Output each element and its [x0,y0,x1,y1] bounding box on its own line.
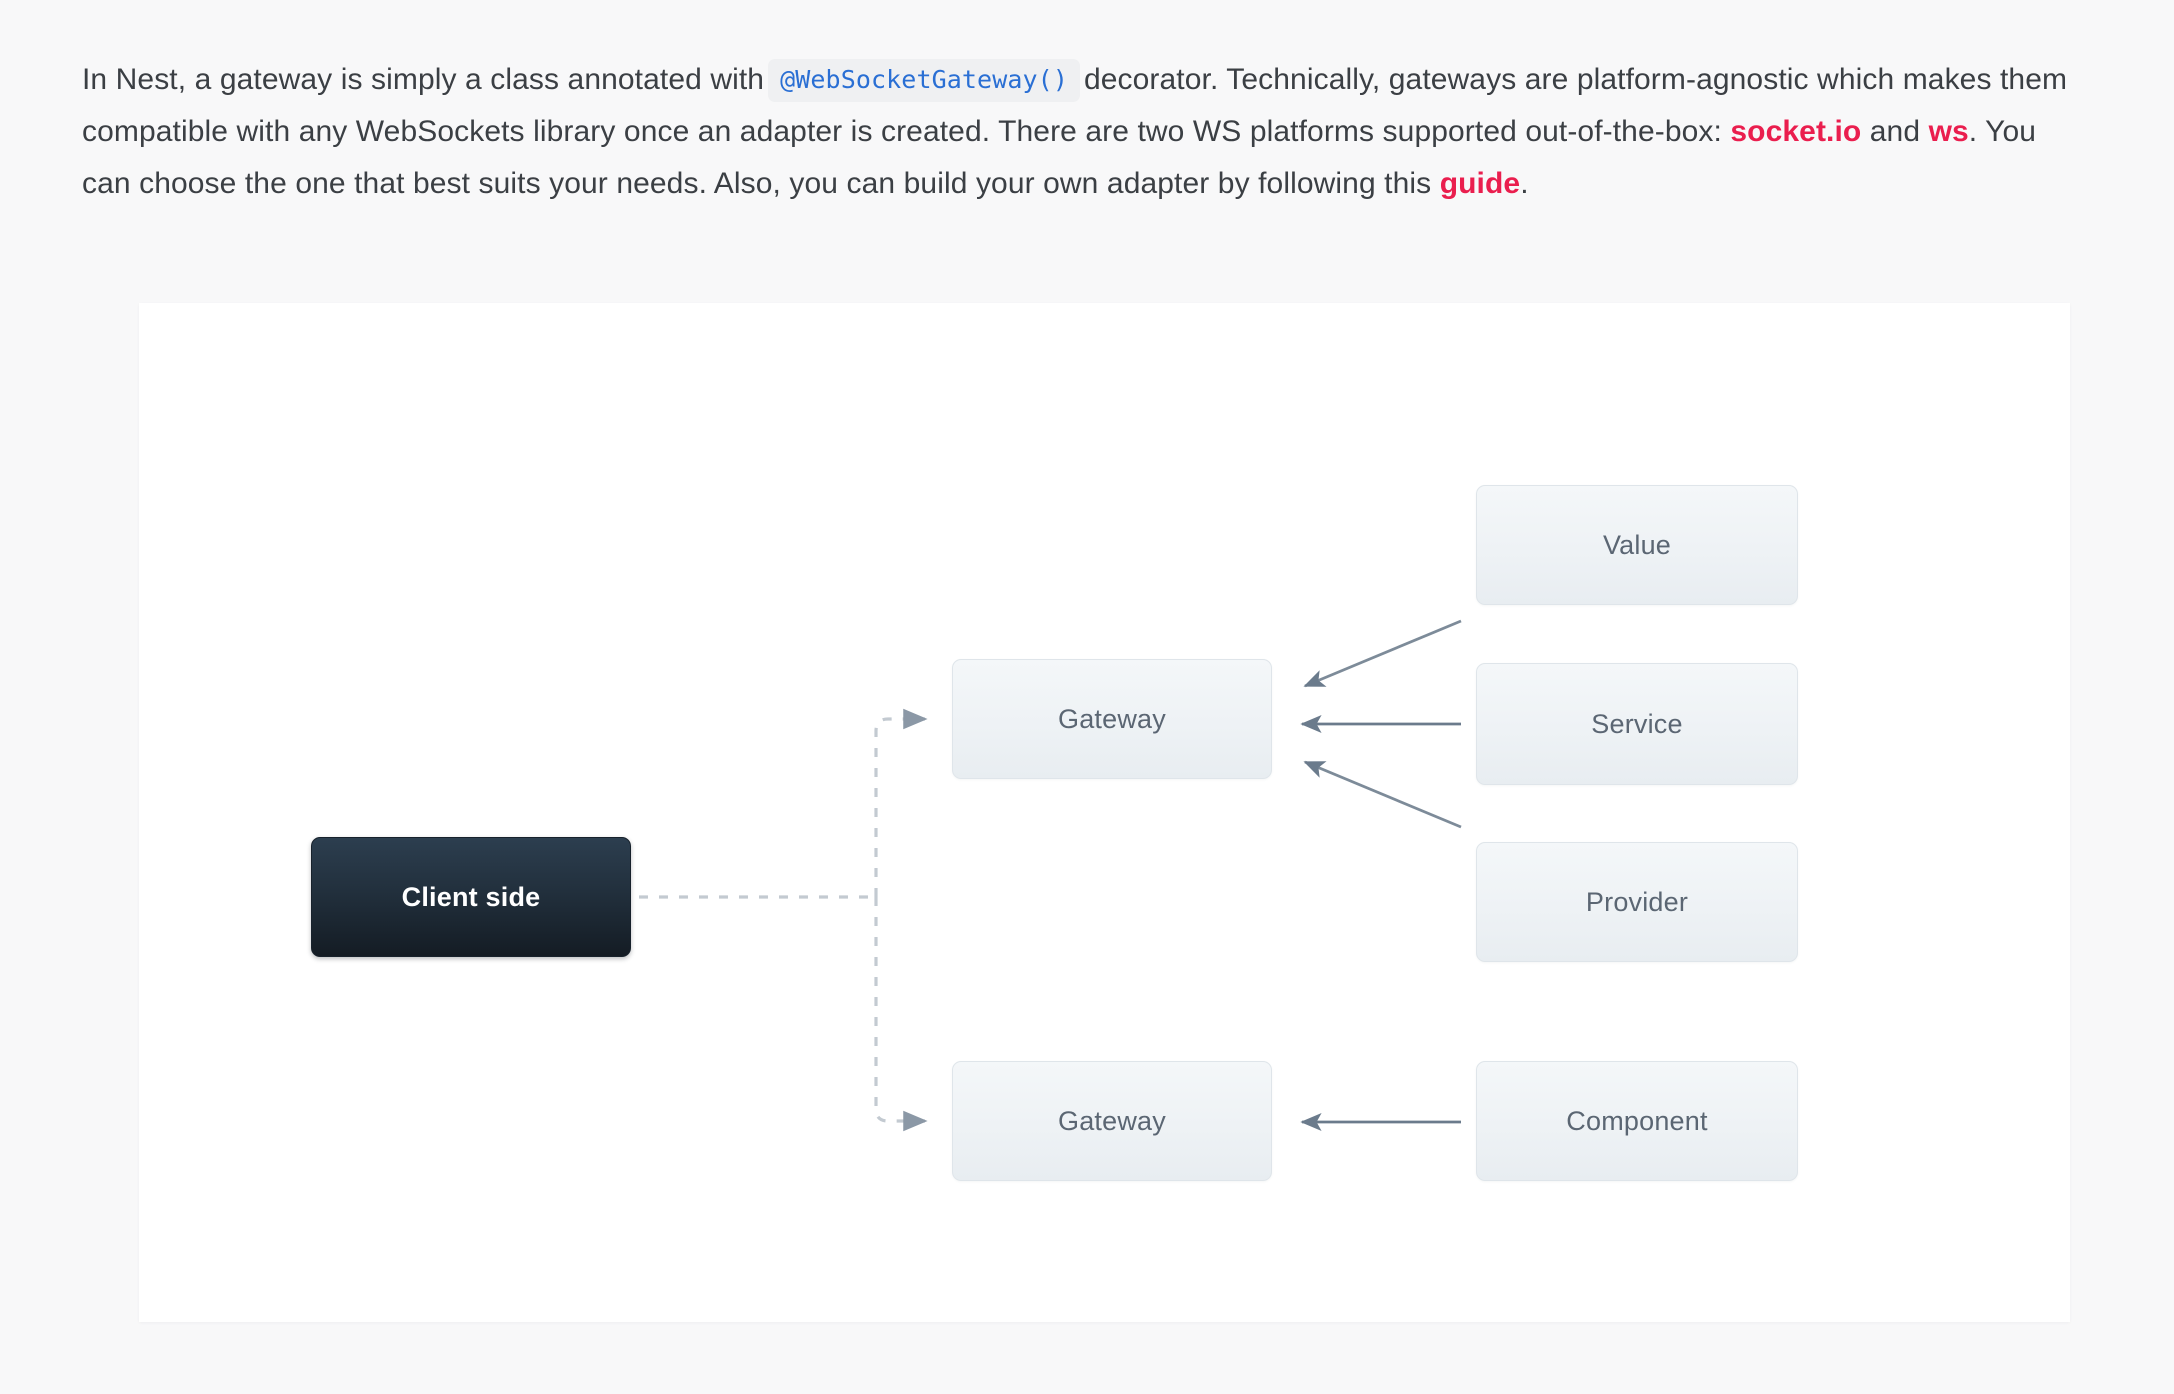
ws-link[interactable]: ws [1928,115,1969,148]
edge-client-to-gateways [639,708,928,1132]
node-component[interactable]: Component [1476,1061,1798,1181]
node-value-label: Value [1602,529,1672,560]
node-gateway-bottom-label: Gateway [1058,1105,1166,1136]
socketio-link[interactable]: socket.io [1730,115,1862,148]
guide-link[interactable]: guide [1439,167,1521,200]
node-gateway-top-label: Gateway [1058,703,1166,734]
node-client-side-label: Client side [401,881,541,912]
intro-paragraph: In Nest, a gateway is simply a class ann… [82,54,2072,210]
node-service[interactable]: Service [1476,663,1798,785]
node-provider-label: Provider [1585,886,1689,917]
edge-provider-to-gateway [1303,760,1462,829]
node-component-label: Component [1566,1105,1708,1136]
gateway-diagram-card: Client side Gateway Gateway Value Servic… [139,303,2070,1322]
paragraph-segment-2: decorator. Technically, gateways are pla… [82,63,2068,148]
node-gateway-bottom[interactable]: Gateway [952,1061,1272,1181]
paragraph-segment-5: . [1520,167,1529,200]
paragraph-segment-1: In Nest, a gateway is simply a class ann… [82,63,765,96]
edge-value-to-gateway [1303,619,1462,688]
node-client-side[interactable]: Client side [311,837,631,957]
paragraph-segment-4: . You can choose the one that best suits… [82,115,2037,200]
node-service-label: Service [1591,708,1683,739]
node-value[interactable]: Value [1476,485,1798,605]
websocketgateway-code-chip: @WebSocketGateway() [768,59,1080,102]
paragraph-segment-3: and [1869,115,1921,148]
node-provider[interactable]: Provider [1476,842,1798,962]
node-gateway-top[interactable]: Gateway [952,659,1272,779]
